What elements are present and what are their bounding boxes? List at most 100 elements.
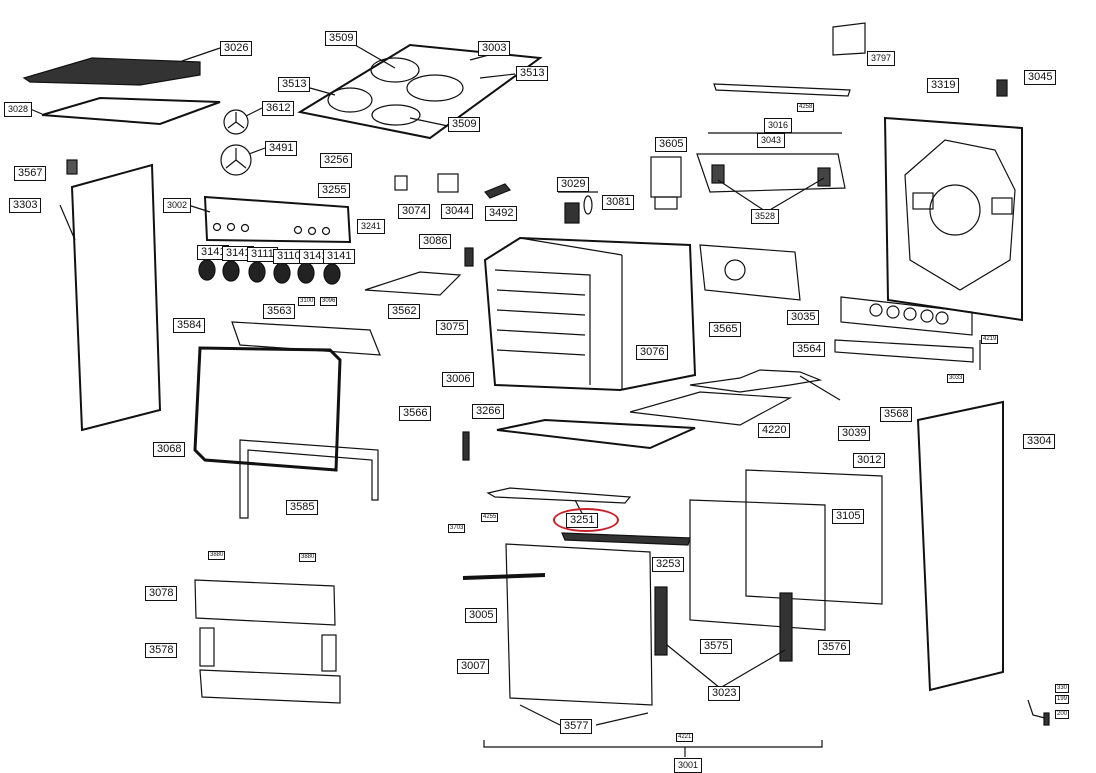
terminal-block-drawing (996, 79, 1008, 97)
fan-bracket-drawing (834, 296, 981, 370)
small-parts-drawings (394, 173, 598, 267)
part-label-anti-tip-bracket[interactable]: 199 (1055, 695, 1070, 704)
part-label-bottom-element[interactable]: 3039 (838, 426, 871, 441)
grill-shelf-drawing (22, 47, 221, 86)
door-glass-drawings (689, 469, 883, 631)
part-label-knob-6[interactable]: 3141 (323, 249, 356, 264)
part-label-base-frame[interactable]: 3033 (947, 374, 965, 383)
part-label-right-side-panel[interactable]: 3304 (1023, 434, 1056, 449)
door-seal-drawing (193, 346, 342, 472)
part-label-door-support[interactable]: 3585 (286, 500, 319, 515)
drawer-drawing (194, 579, 341, 704)
part-label-oven-lamp-assembly[interactable]: 3029 (557, 177, 590, 192)
insulation-drawing (832, 22, 866, 56)
part-label-door-handle[interactable]: 3005 (465, 608, 498, 623)
back-panel-drawing (883, 116, 1023, 322)
part-label-knob-spring[interactable]: 3100 (298, 297, 316, 306)
baking-tray-drawing (27, 96, 221, 126)
part-label-wall-plug[interactable]: 200 (1055, 710, 1070, 719)
right-side-panel-drawing (916, 400, 1004, 692)
part-label-back-panel[interactable]: 3319 (927, 78, 960, 93)
part-label-control-panel[interactable]: 3002 (163, 198, 192, 213)
left-side-panel-drawing (59, 159, 162, 432)
part-label-top-trim[interactable]: 4258 (797, 103, 815, 112)
part-label-control-bracket[interactable]: 3043 (757, 133, 786, 148)
part-label-terminal-block[interactable]: 3045 (1024, 70, 1057, 85)
part-label-hotplate-right[interactable]: 3513 (516, 66, 549, 81)
outer-door-drawing (462, 543, 793, 726)
part-label-knob-clip[interactable]: 3096 (320, 297, 338, 306)
part-label-hob-plate[interactable]: 3509 (325, 31, 358, 46)
bottom-seal-drawing (462, 418, 696, 461)
part-label-inner-glass[interactable]: 3012 (853, 453, 886, 468)
part-label-fan-motor-cover[interactable]: 3605 (655, 137, 688, 152)
part-label-indicator-lamp-b[interactable]: 3255 (318, 183, 351, 198)
anti-tip-drawing (1027, 699, 1050, 726)
rear-bracket-drawing (699, 244, 801, 301)
part-label-door-top-profile[interactable]: 3251 (566, 513, 599, 528)
control-panel-drawing (184, 195, 352, 244)
part-label-switch-clips[interactable]: 3528 (751, 209, 780, 224)
part-label-complete-door[interactable]: 3001 (674, 758, 703, 773)
part-label-cavity-base[interactable]: 3006 (442, 372, 475, 387)
part-label-grill-element[interactable]: 3562 (388, 304, 421, 319)
part-label-anti-tip-screw[interactable]: 330 (1055, 684, 1070, 693)
part-label-door-top-trim[interactable]: 3563 (263, 304, 296, 319)
part-label-thermal-cutout[interactable]: 3086 (419, 234, 452, 249)
door-top-profile-drawing (486, 487, 691, 546)
part-label-glass-clip-right[interactable]: 3576 (818, 640, 851, 655)
part-label-insulation-pad[interactable]: 3797 (867, 51, 896, 66)
part-label-bottom-seal[interactable]: 3266 (472, 404, 505, 419)
part-label-drawer-frame[interactable]: 3578 (145, 643, 178, 658)
part-label-door-seal-strip[interactable]: 3253 (652, 557, 685, 572)
part-label-door-hinges[interactable]: 3023 (708, 686, 741, 701)
part-label-knob-2[interactable]: 3141 (222, 246, 255, 261)
part-label-panel-end-cap[interactable]: 3241 (357, 219, 386, 234)
part-label-baking-tray[interactable]: 3028 (4, 102, 33, 117)
part-label-outer-door-glass[interactable]: 3007 (457, 659, 490, 674)
part-label-cavity-fixing[interactable]: 3076 (636, 345, 669, 360)
part-label-grill-shelf[interactable]: 3026 (220, 41, 253, 56)
door-support-drawing (239, 439, 379, 519)
part-label-rear-bracket[interactable]: 3035 (787, 310, 820, 325)
door-frame-drawing (231, 321, 381, 356)
part-label-door-frame[interactable]: 3584 (173, 318, 206, 333)
part-label-drawer-clip-left[interactable]: 3880 (208, 551, 226, 560)
fan-cover-drawing (650, 156, 682, 210)
part-label-door-screw[interactable]: 4221 (676, 733, 694, 742)
part-label-middle-glass[interactable]: 3105 (832, 509, 865, 524)
part-label-hinge-catch[interactable]: 3568 (880, 407, 913, 422)
part-label-fan-bracket[interactable]: 4219 (981, 335, 999, 344)
part-label-selector-switch[interactable]: 3492 (485, 206, 518, 221)
part-label-thermostat-large[interactable]: 3491 (265, 141, 298, 156)
part-label-door-screws[interactable]: 4255 (481, 513, 499, 522)
part-label-hob-plate-lower[interactable]: 3509 (448, 117, 481, 132)
part-label-thermostat-small[interactable]: 3612 (262, 101, 295, 116)
part-label-door-pins[interactable]: 3703 (448, 524, 466, 533)
part-label-ceramic-hob[interactable]: 3003 (478, 41, 511, 56)
part-label-drawer-clip-right[interactable]: 3880 (299, 553, 317, 562)
part-label-knob-4[interactable]: 3110 (273, 249, 305, 264)
part-label-base-tray[interactable]: 4220 (758, 423, 791, 438)
part-label-glass-clip-left[interactable]: 3575 (700, 639, 733, 654)
part-label-indicator-lamp-a[interactable]: 3256 (320, 153, 353, 168)
part-label-door-feet[interactable]: 3577 (560, 719, 593, 734)
part-label-drawer-front[interactable]: 3078 (145, 586, 178, 601)
part-label-hinge-bracket[interactable]: 3567 (14, 166, 47, 181)
part-label-energy-regulator[interactable]: 3044 (441, 204, 474, 219)
part-label-left-side-panel[interactable]: 3303 (9, 198, 42, 213)
part-label-lamp-cover[interactable]: 3081 (602, 195, 635, 210)
part-label-hotplate-left[interactable]: 3513 (278, 77, 311, 92)
part-label-knob-3[interactable]: 3111 (247, 247, 278, 262)
grill-element-drawing (364, 271, 462, 296)
hob-drawing (297, 43, 543, 140)
part-label-switch[interactable]: 3074 (398, 204, 431, 219)
part-label-door-bracket[interactable]: 3566 (399, 406, 432, 421)
part-label-top-assembly[interactable]: 3016 (764, 118, 793, 133)
oven-cavity-drawing (483, 236, 697, 392)
part-label-oven-cavity[interactable]: 3564 (793, 342, 826, 357)
part-label-cavity-side[interactable]: 3565 (709, 322, 742, 337)
part-label-door-seal[interactable]: 3068 (153, 442, 186, 457)
part-label-shelf-runner-clip[interactable]: 3075 (436, 320, 469, 335)
